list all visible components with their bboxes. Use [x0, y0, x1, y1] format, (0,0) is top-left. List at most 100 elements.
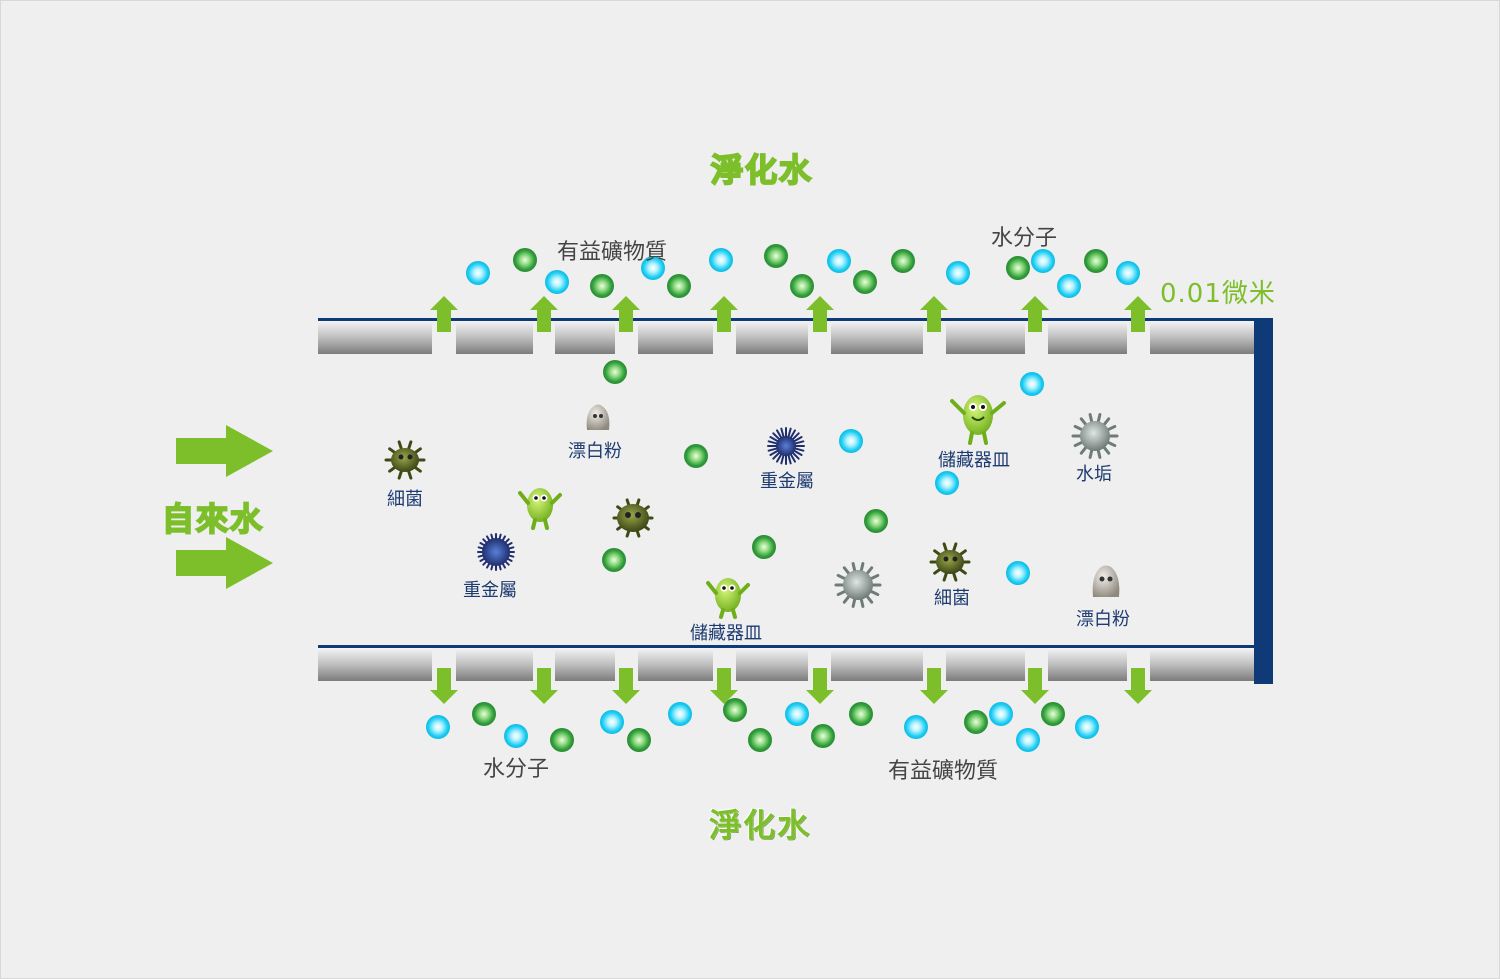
water-molecule-icon: [1020, 372, 1044, 396]
storage-germ-icon: [518, 488, 562, 530]
membrane-top: [318, 318, 1258, 354]
arrow-down-icon: [710, 668, 738, 704]
mineral-dot-icon: [811, 724, 835, 748]
mineral-dot-icon: [1084, 249, 1108, 273]
label-bleach: 漂白粉: [1076, 609, 1130, 630]
water-molecule-icon: [785, 702, 809, 726]
arrow-down-icon: [430, 668, 458, 704]
label-bleach: 漂白粉: [568, 441, 622, 462]
water-molecule-icon: [1116, 261, 1140, 285]
scale-icon: [834, 562, 882, 608]
water-molecule-icon: [1016, 728, 1040, 752]
input-arrow-bottom: [176, 537, 273, 589]
mineral-dot-icon: [964, 710, 988, 734]
label-storage: 儲藏器皿: [690, 623, 762, 644]
arrow-up-icon: [612, 296, 640, 332]
water-molecule-icon: [545, 270, 569, 294]
mineral-dot-icon: [603, 360, 627, 384]
arrow-up-icon: [920, 296, 948, 332]
mineral-dot-icon: [764, 244, 788, 268]
water-molecule-icon: [466, 261, 490, 285]
title-purified-water-top: 淨化水: [710, 150, 814, 190]
mineral-dot-icon: [590, 274, 614, 298]
particle-dots: [426, 244, 1140, 752]
mineral-dot-icon: [472, 702, 496, 726]
water-molecule-icon: [1031, 249, 1055, 273]
arrow-up-icon: [1021, 296, 1049, 332]
label-heavy-metal: 重金屬: [760, 471, 814, 492]
water-molecule-icon: [504, 724, 528, 748]
water-molecule-icon: [426, 715, 450, 739]
water-molecule-icon: [600, 710, 624, 734]
water-molecule-icon: [827, 249, 851, 273]
label-heavy-metal: 重金屬: [463, 580, 517, 601]
outflow-arrows-top: [430, 296, 1152, 332]
title-purified-water-bottom: 淨化水: [709, 806, 812, 844]
mineral-dot-icon: [513, 248, 537, 272]
arrow-up-icon: [430, 296, 458, 332]
mineral-dot-icon: [790, 274, 814, 298]
mineral-dot-icon: [667, 274, 691, 298]
water-molecule-icon: [989, 702, 1013, 726]
water-molecule-icon: [946, 261, 970, 285]
mineral-dot-icon: [748, 728, 772, 752]
title-tap-water: 自來水: [161, 499, 265, 539]
water-molecule-icon: [709, 248, 733, 272]
mineral-dot-icon: [752, 535, 776, 559]
storage-germ-icon: [950, 395, 1006, 445]
bleach-icon: [586, 404, 610, 430]
storage-germ-icon: [706, 578, 750, 619]
arrow-up-icon: [530, 296, 558, 332]
water-molecule-icon: [1006, 561, 1030, 585]
water-molecule-icon: [839, 429, 863, 453]
arrow-down-icon: [1021, 668, 1049, 704]
mineral-dot-icon: [602, 548, 626, 572]
mineral-dot-icon: [1006, 256, 1030, 280]
arrow-up-icon: [710, 296, 738, 332]
membrane-end-cap: [1254, 318, 1273, 684]
label-bacteria: 細菌: [934, 588, 970, 609]
arrow-up-icon: [1124, 296, 1152, 332]
outflow-arrows-bottom: [430, 668, 1152, 704]
arrow-down-icon: [920, 668, 948, 704]
mineral-dot-icon: [849, 702, 873, 726]
water-molecule-icon: [935, 471, 959, 495]
bacteria-icon: [384, 440, 426, 480]
mineral-dot-icon: [627, 728, 651, 752]
mineral-dot-icon: [864, 509, 888, 533]
mineral-dot-icon: [1041, 702, 1065, 726]
water-molecule-icon: [1057, 274, 1081, 298]
label-minerals-top: 有益礦物質: [557, 240, 668, 265]
membrane-bottom: [318, 645, 1258, 681]
scale-icon: [1071, 413, 1119, 459]
input-arrow-top: [176, 425, 273, 477]
bleach-icon: [1092, 565, 1120, 597]
water-molecule-icon: [668, 702, 692, 726]
label-bacteria: 細菌: [387, 489, 423, 510]
label-scale: 水垢: [1076, 464, 1112, 485]
arrow-down-icon: [612, 668, 640, 704]
arrow-down-icon: [806, 668, 834, 704]
label-water-molecule-top: 水分子: [991, 226, 1058, 251]
water-molecule-icon: [1075, 715, 1099, 739]
label-storage: 儲藏器皿: [938, 450, 1010, 471]
arrow-down-icon: [530, 668, 558, 704]
arrow-up-icon: [806, 296, 834, 332]
label-minerals-bottom: 有益礦物質: [888, 759, 999, 784]
water-molecule-icon: [641, 256, 665, 280]
arrow-down-icon: [1124, 668, 1152, 704]
heavy-metal-icon: [477, 533, 515, 571]
mineral-dot-icon: [550, 728, 574, 752]
mineral-dot-icon: [723, 698, 747, 722]
mineral-dot-icon: [684, 444, 708, 468]
heavy-metal-icon: [767, 427, 805, 465]
water-molecule-icon: [904, 715, 928, 739]
mineral-dot-icon: [891, 249, 915, 273]
bacteria-icon: [929, 542, 971, 582]
mineral-dot-icon: [853, 270, 877, 294]
bacteria-icon: [612, 498, 654, 538]
label-pore-size: 0.01微米: [1160, 279, 1276, 309]
label-water-molecule-bottom: 水分子: [483, 757, 550, 782]
